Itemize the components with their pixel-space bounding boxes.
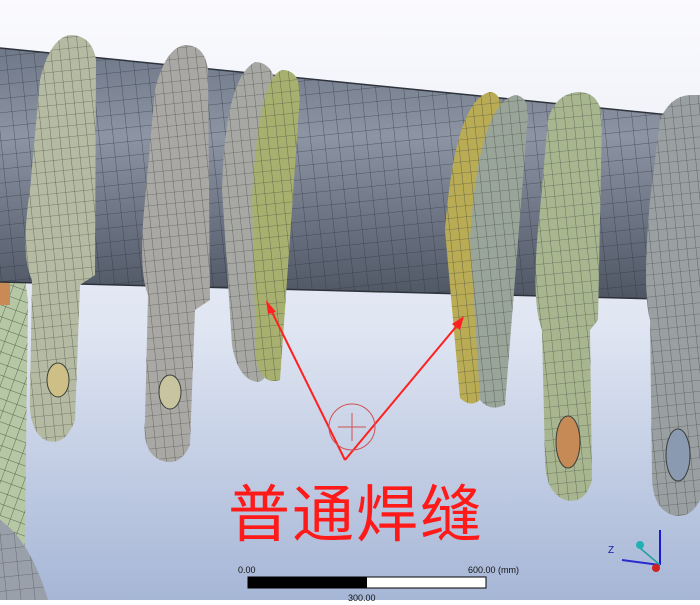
lug-ring-2: [142, 45, 210, 463]
lug-ring-5: [535, 92, 602, 501]
lug-ring-1: [25, 35, 96, 442]
lug-ring-4: [445, 92, 528, 408]
scale-bar-left-label: 0.00: [238, 565, 256, 575]
scale-bar-right-label: 600.00 (mm): [468, 565, 520, 575]
left-support: [0, 255, 48, 600]
rotation-center-icon: [328, 403, 376, 451]
triad-z-label: Z: [608, 545, 615, 556]
coordinate-triad: [621, 530, 661, 572]
lug-ring-3: [222, 62, 300, 382]
scale-bar-mid-label: 300.00: [348, 593, 376, 603]
scale-bar: [247, 576, 487, 589]
weld-callout-arrows: [266, 300, 464, 461]
lug-ring-6: [646, 95, 700, 516]
weld-annotation-label: 普通焊缝: [228, 478, 485, 551]
